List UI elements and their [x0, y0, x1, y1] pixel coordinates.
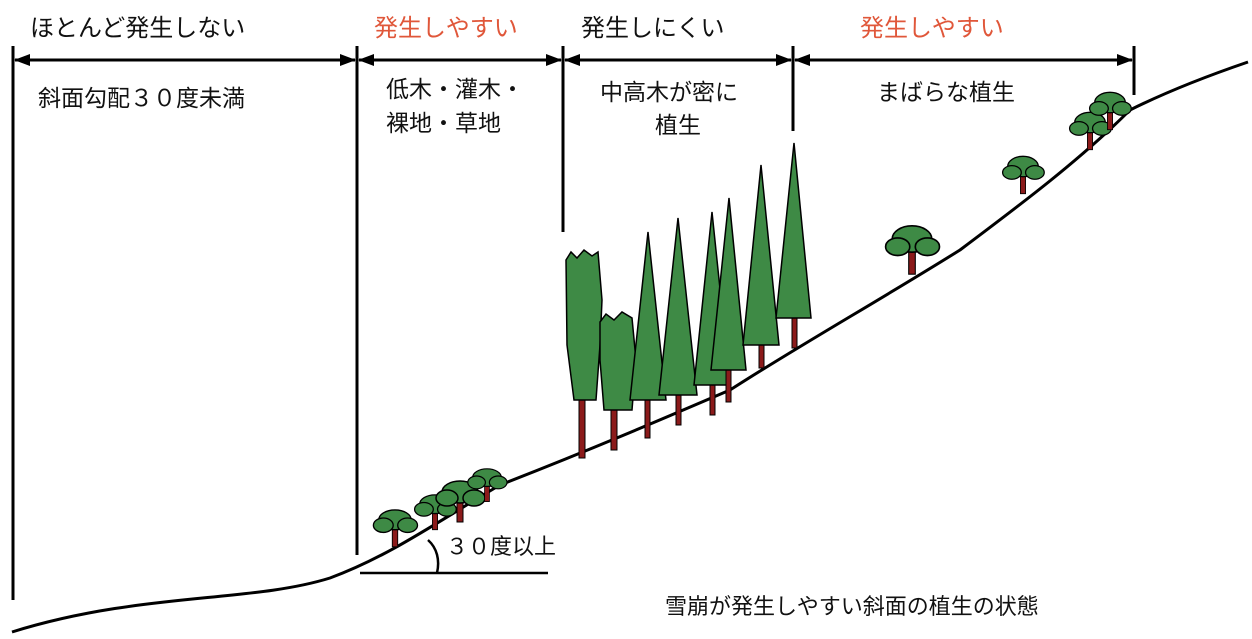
dense-forest-group — [565, 142, 812, 459]
shrub — [467, 468, 508, 503]
zone-boundaries — [11, 46, 1136, 600]
shrub — [435, 480, 486, 523]
zone-1-status: ほとんど発生しない — [30, 14, 245, 42]
conifer-tree — [742, 164, 780, 369]
tall-broadleaf-tree — [565, 248, 603, 459]
zone-4-desc-line-1: まばらな植生 — [877, 80, 1015, 106]
sparse-tree — [1068, 111, 1112, 151]
shrub — [372, 509, 419, 548]
diagram-caption: 雪崩が発生しやすい斜面の植生の状態 — [665, 595, 1039, 620]
sparse-tree — [1001, 155, 1045, 195]
zone-3-desc-line-2: 植生 — [655, 113, 701, 139]
zone-2-desc-line-1: 低木・灌木・ — [386, 77, 524, 103]
sparse-tree — [1088, 91, 1132, 131]
conifer-tree — [629, 231, 667, 439]
low-shrubs-group — [372, 468, 508, 548]
zone-4-status: 発生しやすい — [860, 14, 1004, 42]
zone-3-status: 発生しにくい — [581, 14, 725, 42]
sparse-trees-group — [884, 91, 1132, 275]
conifer-tree — [710, 197, 747, 403]
zone-2-desc-line-2: 裸地・草地 — [386, 111, 501, 137]
zone-1-desc-line-1: 斜面勾配３０度未満 — [38, 86, 245, 112]
zone-2-status: 発生しやすい — [374, 14, 518, 42]
conifer-tree — [775, 142, 812, 349]
conifer-tree — [658, 217, 698, 426]
zone-3-desc-line-1: 中高木が密に — [600, 80, 738, 106]
tall-broadleaf-tree — [599, 311, 637, 451]
angle-label: ３０度以上 — [446, 535, 556, 560]
angle-indicator — [360, 539, 548, 575]
sparse-tree — [884, 224, 941, 275]
